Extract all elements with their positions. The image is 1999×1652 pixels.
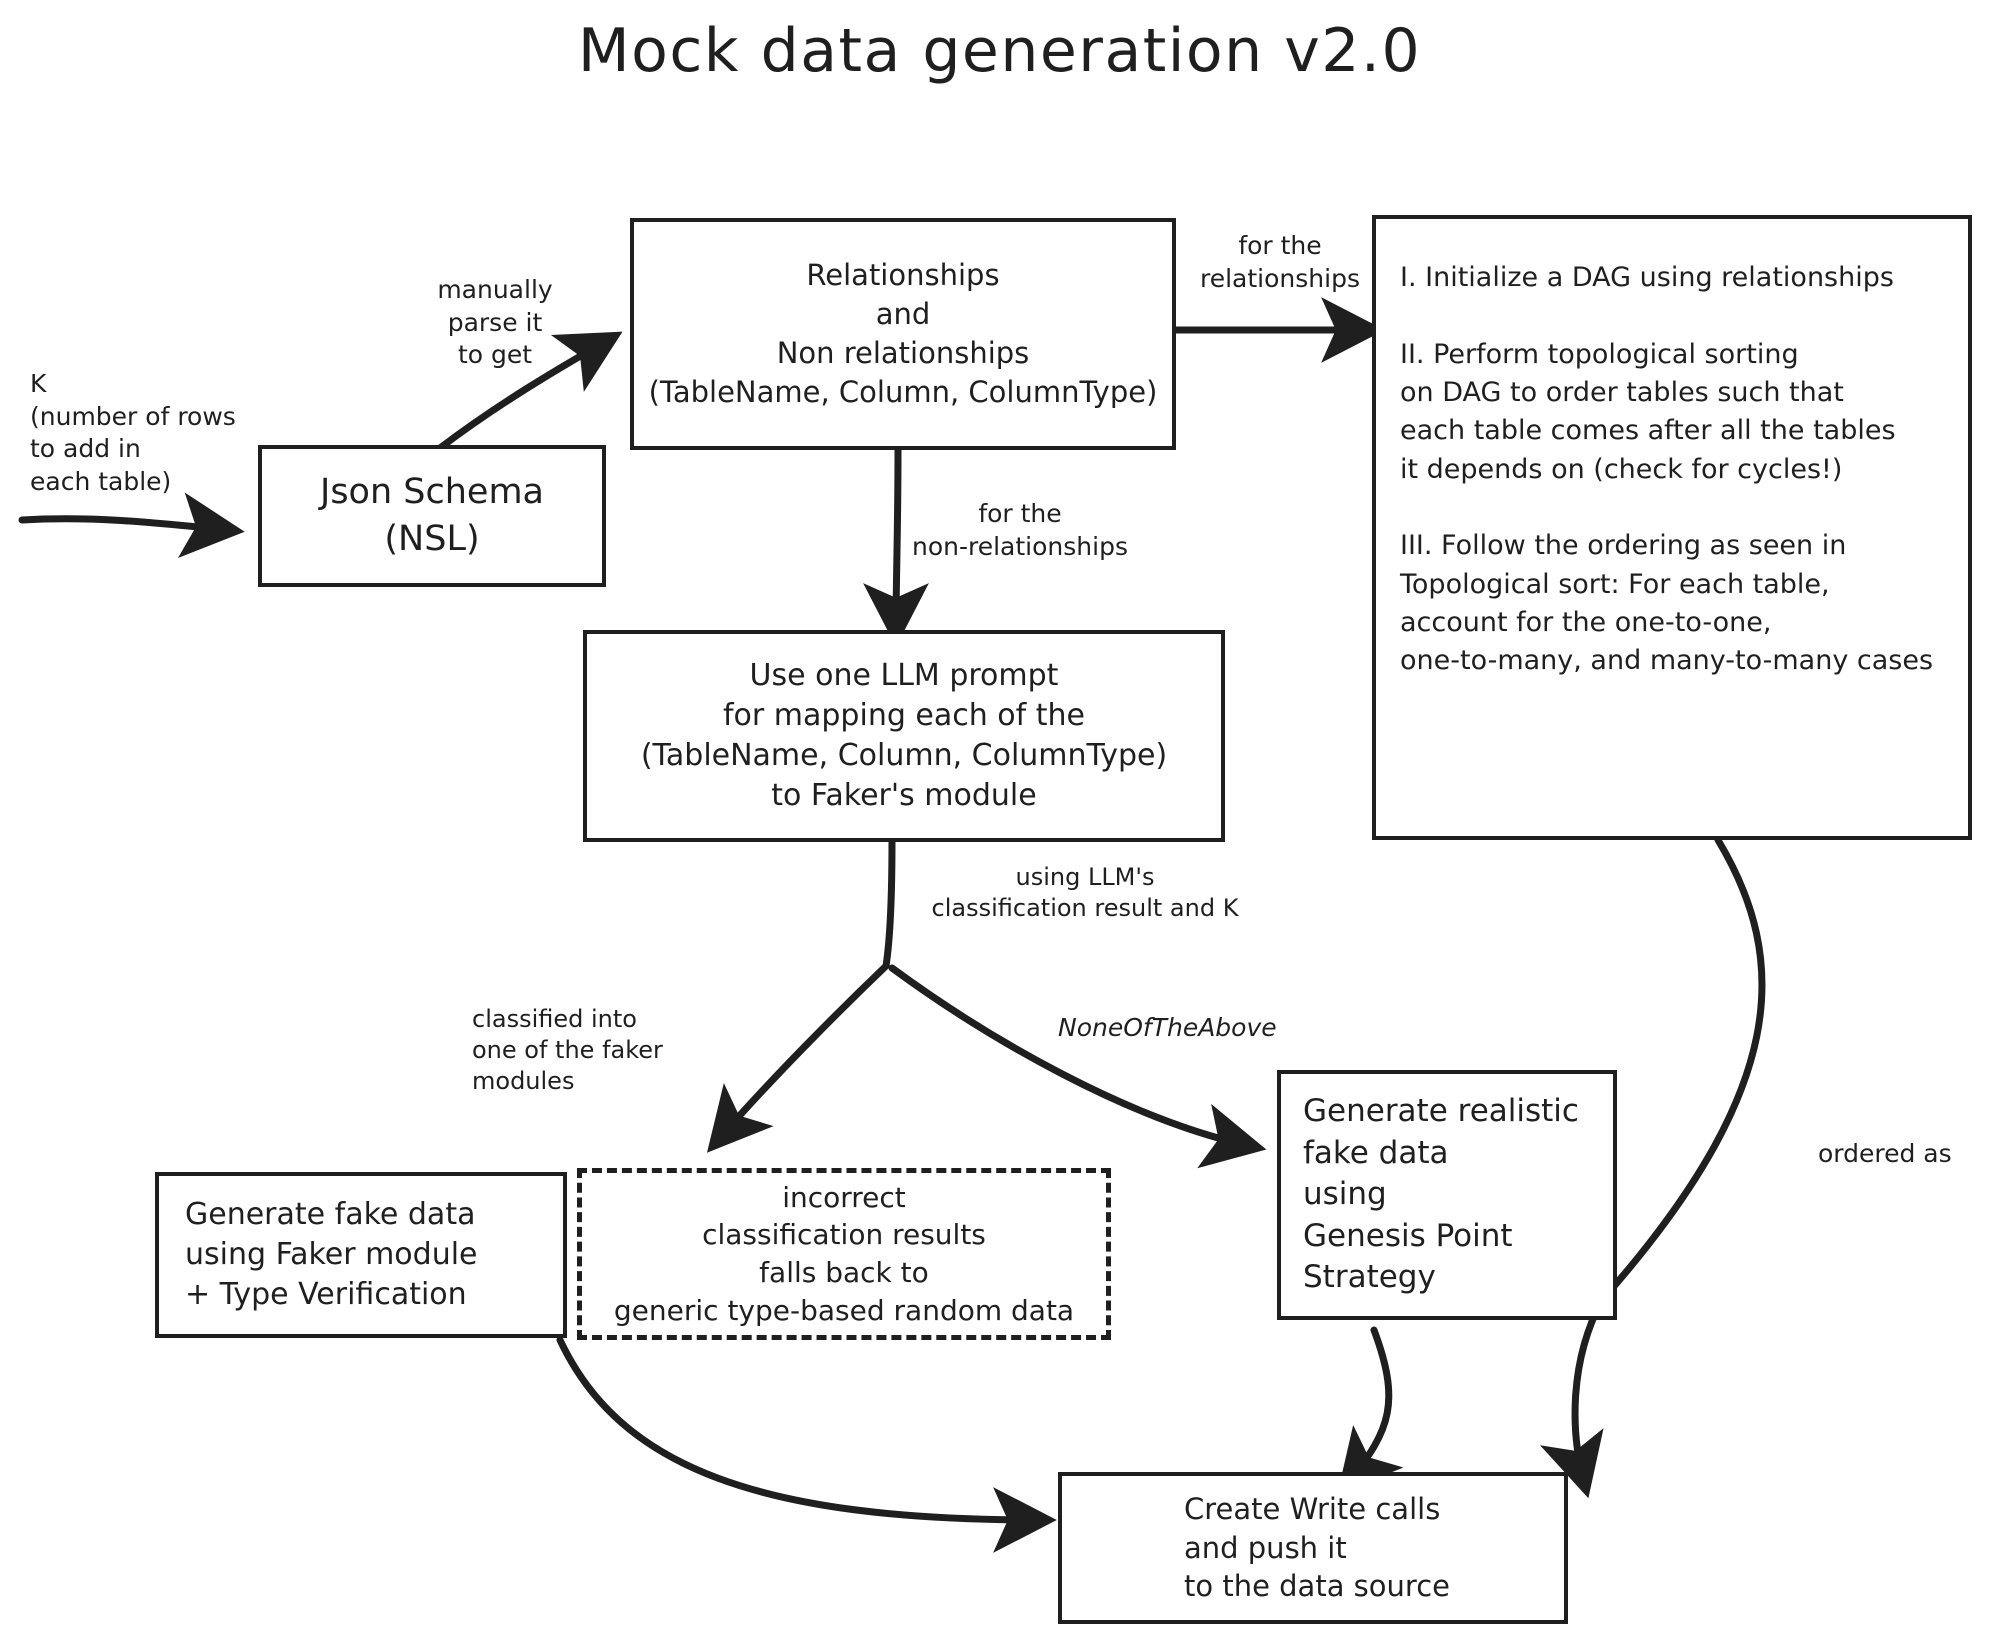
- edge-label-for-non-relationships: for the non-relationships: [912, 499, 1128, 561]
- node-genesis-point-label: Generate realistic fake data using Genes…: [1303, 1093, 1579, 1296]
- edge-label-using-llm-result: using LLM's classification result and K: [931, 863, 1239, 923]
- node-dag-steps-label: I. Initialize a DAG using relationships …: [1400, 262, 1934, 677]
- node-fallback-note: incorrect classification results falls b…: [577, 1168, 1111, 1340]
- node-json-schema[interactable]: Json Schema (NSL): [258, 445, 606, 587]
- edge-label-ordered-as: ordered as: [1818, 1139, 1952, 1168]
- edge-faker-to-write: [556, 1336, 1057, 1553]
- edge-label-classified-into: classified into one of the faker modules: [472, 1005, 663, 1096]
- k-input-annotation: K (number of rows to add in each table): [30, 369, 236, 496]
- node-faker-module[interactable]: Generate fake data using Faker module + …: [155, 1172, 567, 1338]
- edge-genesis-to-write: [1337, 1326, 1404, 1495]
- node-faker-module-label: Generate fake data using Faker module + …: [185, 1196, 478, 1313]
- node-fallback-note-label: incorrect classification results falls b…: [613, 1180, 1075, 1327]
- edge-label-manually-parse: manually parse it to get: [437, 275, 553, 369]
- edge-label-for-relationships: for the relationships: [1200, 231, 1360, 293]
- page-title: Mock data generation v2.0: [577, 16, 1422, 86]
- node-write-calls-label: Create Write calls and push it to the da…: [1184, 1491, 1450, 1604]
- edge-llm-to-genesis: [888, 964, 1267, 1169]
- edge-relationships-to-llm: [863, 446, 929, 647]
- edge-label-none-of-the-above: NoneOfTheAbove: [1058, 1013, 1277, 1042]
- node-relationships[interactable]: Relationships and Non relationships (Tab…: [630, 218, 1176, 450]
- node-write-calls[interactable]: Create Write calls and push it to the da…: [1058, 1472, 1568, 1624]
- node-llm-prompt-label: Use one LLM prompt for mapping each of t…: [640, 657, 1168, 814]
- node-llm-prompt[interactable]: Use one LLM prompt for mapping each of t…: [583, 630, 1225, 842]
- node-relationships-label: Relationships and Non relationships (Tab…: [648, 258, 1158, 409]
- edge-k-to-jsonschema: [18, 492, 245, 558]
- node-genesis-point[interactable]: Generate realistic fake data using Genes…: [1277, 1070, 1617, 1320]
- node-dag-steps[interactable]: I. Initialize a DAG using relationships …: [1372, 215, 1972, 840]
- node-json-schema-label: Json Schema (NSL): [320, 472, 544, 559]
